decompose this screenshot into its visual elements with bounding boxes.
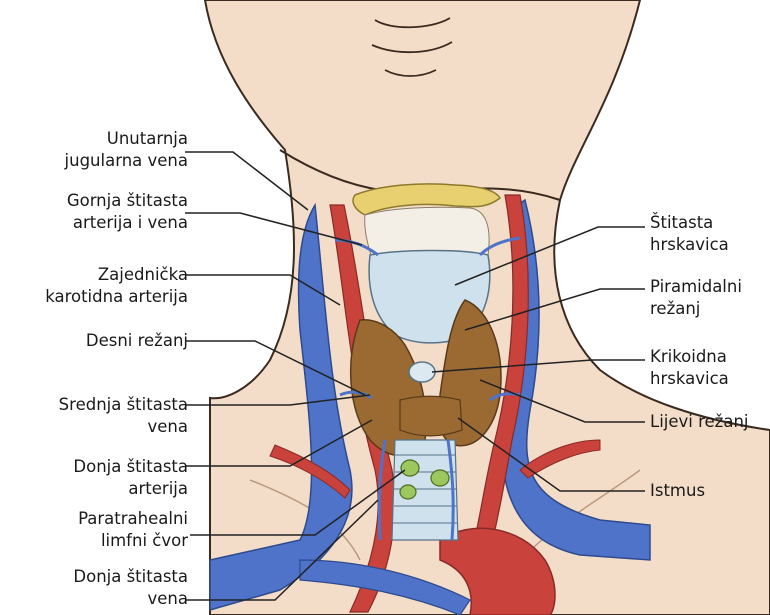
label-srednja-stitasta-vena: Srednja štitasta vena [59,394,188,438]
label-donja-stitasta-vena: Donja štitasta vena [73,566,188,610]
label-lijevi-rezanj: Lijevi režanj [650,411,749,433]
label-zajednicka-karotidna-arterija: Zajednička karotidna arterija [45,264,188,308]
label-line: Lijevi režanj [650,411,749,433]
label-line: Srednja štitasta [59,394,188,416]
label-line: limfni čvor [78,530,188,552]
label-piramidalni-rezanj: Piramidalni režanj [650,276,742,320]
label-line: Donja štitasta [73,456,188,478]
label-line: Gornja štitasta [67,190,188,212]
paratracheal-lymph-node [401,460,419,476]
label-krikoidna-hrskavica: Krikoidna hrskavica [650,346,729,390]
label-line: Donja štitasta [73,566,188,588]
thyroid-isthmus [400,396,462,436]
label-stitasta-hrskavica: Štitasta hrskavica [650,212,729,256]
paratracheal-lymph-node [431,470,449,486]
label-line: Unutarnja [65,128,188,150]
label-gornja-stitasta-arterija-i-vena: Gornja štitasta arterija i vena [67,190,188,234]
label-line: arterija [73,478,188,500]
label-line: Krikoidna [650,346,729,368]
label-line: Istmus [650,480,705,502]
cricoid-cartilage [409,362,435,382]
label-line: režanj [650,298,742,320]
paratracheal-lymph-node [400,485,416,499]
label-istmus: Istmus [650,480,705,502]
label-line: hrskavica [650,234,729,256]
label-line: Štitasta [650,212,729,234]
label-desni-rezanj: Desni režanj [86,330,188,352]
label-line: karotidna arterija [45,286,188,308]
label-line: hrskavica [650,368,729,390]
label-line: jugularna vena [65,150,188,172]
label-line: Paratrahealni [78,508,188,530]
label-line: Zajednička [45,264,188,286]
label-line: Piramidalni [650,276,742,298]
label-line: vena [73,588,188,610]
label-line: Desni režanj [86,330,188,352]
label-paratrahealni-limfni-cvor: Paratrahealni limfni čvor [78,508,188,552]
label-line: arterija i vena [67,212,188,234]
label-line: vena [59,416,188,438]
label-donja-stitasta-arterija: Donja štitasta arterija [73,456,188,500]
label-unutarnja-jugularna-vena: Unutarnja jugularna vena [65,128,188,172]
